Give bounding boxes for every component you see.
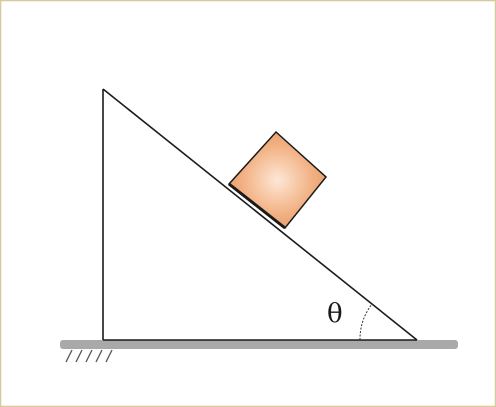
angle-arc-icon (359, 303, 373, 341)
ground-bar (60, 340, 458, 349)
wedge-hypotenuse (102, 88, 418, 341)
angle-label: θ (327, 299, 343, 329)
ground-hatch-icon (65, 349, 113, 363)
block-contact-edge (228, 182, 286, 230)
incline-wedge (102, 88, 418, 341)
